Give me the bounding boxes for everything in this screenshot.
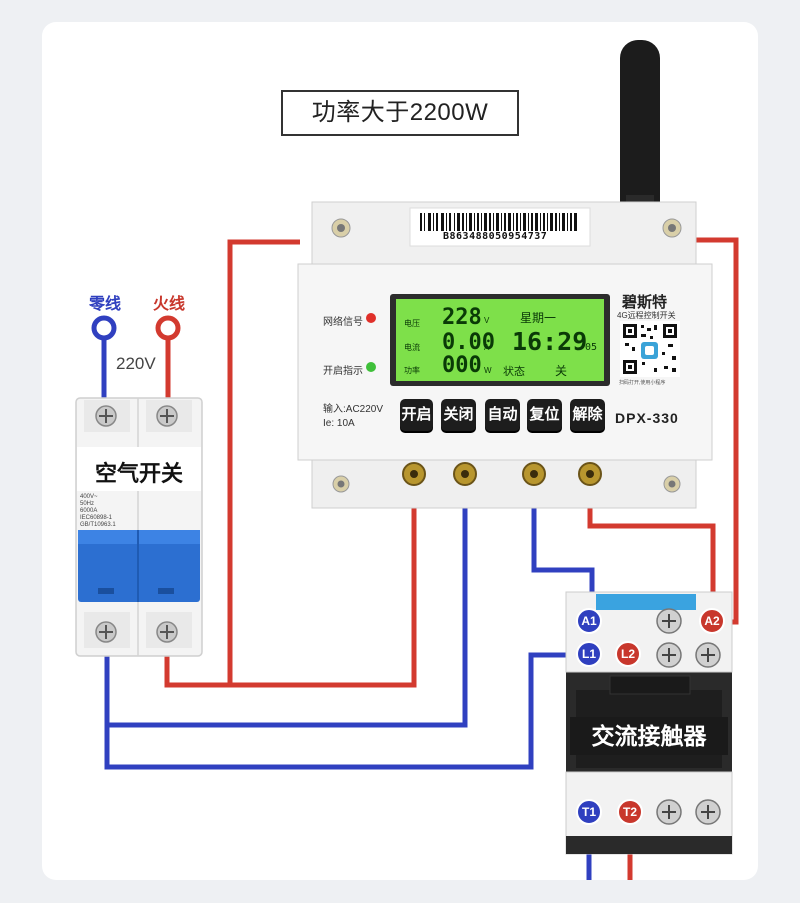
qr-caption: 扫码打开,使用小程序 [619,380,666,386]
terminal-a2: A2 [699,608,725,634]
barcode [420,213,577,231]
neutral-wire-to-a1 [531,495,595,610]
close-button[interactable]: 关闭 [441,399,476,431]
current-spec: Ie: 10A [323,418,355,429]
input-spec: 输入:AC220V [323,404,384,415]
smart-switch-device [297,201,713,509]
neutral-wire-breaker-to-device [104,495,468,728]
breaker-specs: 400V~ 50Hz 6000A IEC60898-1 GB/T10963.1 [80,494,116,528]
lcd-power-label: 功率 [404,366,420,375]
lcd-voltage-unit: V [484,316,490,325]
auto-button[interactable]: 自动 [485,399,520,431]
terminal-l1: L1 [576,641,602,667]
lcd-power-value: 000 [442,353,482,378]
release-button[interactable]: 解除 [570,399,605,431]
lcd-time: 16:29 [512,327,588,356]
qr-code [620,321,680,377]
voltage-label: 220V [116,354,156,373]
switch-indicator-label: 开启指示 [323,366,363,377]
reset-button[interactable]: 复位 [527,399,562,431]
neutral-wire-to-l1 [104,652,578,770]
air-breaker [75,397,203,657]
model-number: DPX-330 [615,410,679,426]
live-wire-top-loop [227,239,300,685]
brand-subtitle: 4G远程控制开关 [617,311,676,320]
live-wire-breaker-to-device [164,495,417,688]
lcd-current-unit: A [484,343,490,352]
terminal-t1: T1 [576,799,602,825]
lcd-status-value: 关 [555,364,568,378]
terminal-t2: T2 [617,799,643,825]
neutral-input-terminal [91,315,117,341]
lcd-current-value: 0.00 [442,330,495,355]
barcode-number: B863488050954737 [443,231,548,242]
lcd-power-unit: W [484,366,492,375]
device-terminals [402,462,602,486]
lcd-current-label: 电流 [404,343,420,352]
live-wire-terminal4 [587,495,716,610]
live-input-terminal [155,315,181,341]
lcd-voltage-label: 电压 [404,319,420,328]
diagram-title: 功率大于2200W [281,90,519,136]
lcd-seconds: 05 [585,342,598,353]
power-led [366,362,376,372]
signal-label: 网络信号 [323,317,363,328]
contactor-label: 交流接触器 [570,717,728,755]
terminal-l2: L2 [615,641,641,667]
brand-name: 碧斯特 [622,294,668,311]
live-wire-label: 火线 [153,296,186,313]
lcd-voltage-value: 228 [442,305,482,330]
neutral-wire-label: 零线 [89,296,122,313]
terminal-a1: A1 [576,608,602,634]
breaker-label: 空气开关 [94,461,183,486]
lcd-status-label: 状态 [503,366,525,378]
signal-led [366,313,376,323]
open-button[interactable]: 开启 [400,399,433,431]
lcd-weekday: 星期一 [520,311,557,325]
